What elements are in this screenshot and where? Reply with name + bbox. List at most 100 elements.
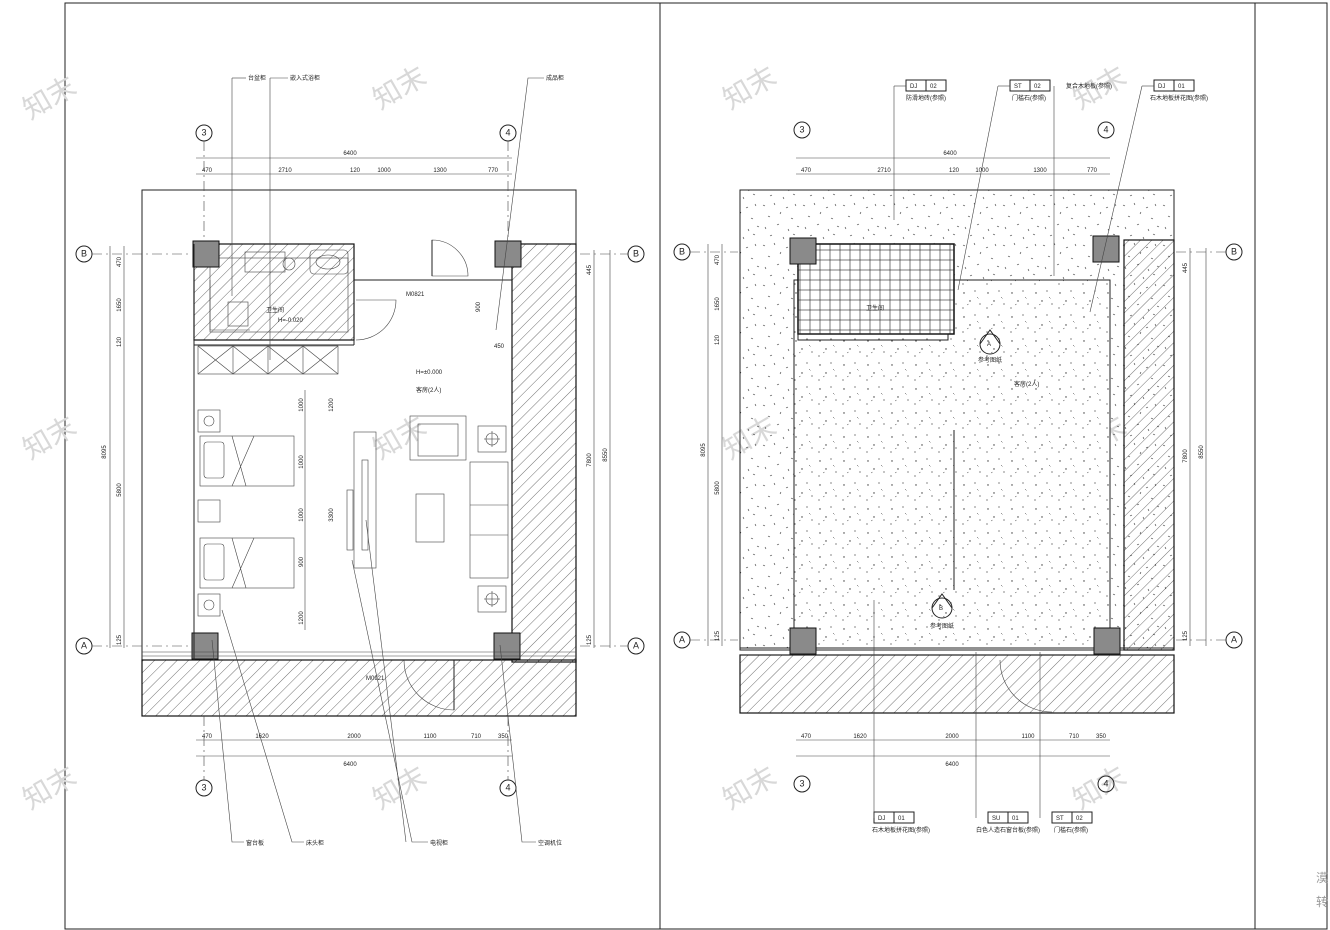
svg-text:2000: 2000 [945, 734, 959, 740]
svg-text:125: 125 [715, 630, 721, 641]
svg-text:120: 120 [117, 336, 123, 347]
svg-text:A: A [81, 640, 87, 650]
bed [199, 435, 295, 487]
svg-text:350: 350 [498, 734, 509, 740]
svg-text:8095: 8095 [701, 443, 707, 457]
svg-text:参考图纸: 参考图纸 [930, 622, 954, 630]
svg-text:B: B [81, 248, 87, 258]
svg-text:1000: 1000 [299, 508, 305, 522]
svg-text:1100: 1100 [424, 734, 438, 740]
svg-text:710: 710 [471, 734, 482, 740]
column [493, 632, 521, 660]
svg-text:石木地板拼花图(参照): 石木地板拼花图(参照) [1150, 94, 1208, 102]
svg-text:知末: 知末 [17, 759, 82, 816]
svg-text:8550: 8550 [603, 448, 609, 462]
svg-text:470: 470 [202, 734, 213, 740]
svg-text:900: 900 [299, 556, 305, 567]
svg-text:4: 4 [1103, 778, 1108, 788]
callout-ac-unit: 空调机位 [538, 839, 562, 847]
svg-text:知末: 知末 [717, 759, 782, 816]
right-material-tags-bottom: DJ 01 石木地板拼花图(参照) SU 01 白色人造石窗台板(参照) ST … [872, 600, 1093, 834]
svg-text:350: 350 [1096, 734, 1107, 740]
svg-text:知末: 知末 [17, 69, 82, 126]
column [1093, 627, 1121, 655]
svg-text:DJ: DJ [910, 84, 917, 90]
svg-text:防滑地砖(参照): 防滑地砖(参照) [906, 94, 946, 102]
svg-text:770: 770 [488, 168, 499, 174]
svg-text:A: A [1231, 634, 1237, 644]
svg-text:门槛石(参照): 门槛石(参照) [1054, 826, 1088, 834]
column [1092, 235, 1120, 263]
svg-text:6400: 6400 [343, 151, 357, 157]
material-tag: SU 01 白色人造石窗台板(参照) [975, 652, 1040, 834]
column [191, 632, 219, 660]
right-wall [1123, 239, 1175, 651]
svg-text:B: B [679, 246, 685, 256]
svg-text:DJ: DJ [878, 816, 885, 822]
bath-tile-grid [798, 244, 954, 334]
svg-text:A: A [987, 342, 991, 348]
column [192, 240, 220, 268]
svg-text:3300: 3300 [329, 508, 335, 522]
bath-elevation: H=-0.020 [278, 318, 304, 324]
bathroom-area [193, 243, 355, 341]
svg-text:B: B [1231, 246, 1237, 256]
column [789, 627, 817, 655]
svg-text:知末: 知末 [17, 409, 82, 466]
left-labels: H=±0.000 客房(2人) 卫生间 H=-0.020 M0821 M0921… [211, 74, 564, 847]
svg-text:SU: SU [992, 816, 1000, 822]
right-floor-plan: A 参考图纸 B 参考图纸 客房(2人) 卫生间 [739, 189, 1175, 714]
svg-text:2710: 2710 [877, 168, 891, 174]
svg-text:125: 125 [1183, 630, 1189, 641]
material-tag: ST 02 门槛石(参照) [1039, 652, 1093, 834]
svg-text:1200: 1200 [299, 611, 305, 625]
svg-text:1000: 1000 [975, 168, 989, 174]
svg-text:710: 710 [1069, 734, 1080, 740]
svg-text:770: 770 [1087, 168, 1098, 174]
svg-text:01: 01 [1178, 84, 1185, 90]
svg-text:445: 445 [1183, 262, 1189, 273]
svg-text:门槛石(参照): 门槛石(参照) [1012, 94, 1046, 102]
svg-text:石木地板拼花图(参照): 石木地板拼花图(参照) [872, 826, 930, 834]
svg-text:470: 470 [202, 168, 213, 174]
svg-text:1650: 1650 [715, 297, 721, 311]
svg-text:6400: 6400 [945, 762, 959, 768]
material-tag: 复合木地板(参照) [1053, 82, 1112, 276]
svg-text:02: 02 [1076, 816, 1083, 822]
svg-text:白色人造石窗台板(参照): 白色人造石窗台板(参照) [976, 826, 1040, 834]
svg-text:6400: 6400 [943, 151, 957, 157]
svg-text:B: B [633, 248, 639, 258]
callout-tv-cabinet: 电视柜 [430, 839, 448, 847]
svg-text:470: 470 [801, 168, 812, 174]
material-tag: DJ 01 石木地板拼花图(参照) [1089, 79, 1208, 313]
svg-text:01: 01 [1012, 816, 1019, 822]
svg-text:01: 01 [898, 816, 905, 822]
bed [199, 537, 295, 589]
svg-text:ST: ST [1014, 84, 1022, 90]
svg-text:2000: 2000 [347, 734, 361, 740]
svg-text:A: A [633, 640, 639, 650]
svg-text:B: B [939, 606, 943, 612]
elevation-label: H=±0.000 [416, 370, 443, 376]
svg-text:120: 120 [715, 334, 721, 345]
material-tag: ST 02 门槛石(参照) [957, 79, 1051, 291]
svg-text:5800: 5800 [117, 483, 123, 497]
svg-text:445: 445 [587, 264, 593, 275]
svg-text:1000: 1000 [299, 398, 305, 412]
bath-label: 卫生间 [266, 306, 284, 314]
svg-text:1000: 1000 [299, 455, 305, 469]
left-dimensions: 6400 470 2710 120 1000 1300 770 470 1620… [102, 151, 611, 768]
door-label: M0821 [406, 292, 425, 298]
left-axis-bubbles: 3 4 3 4 B A B A [75, 124, 645, 797]
right-dimensions: 6400 470 2710 120 1000 1300 770 470 1620… [701, 151, 1207, 768]
svg-text:4: 4 [1103, 124, 1108, 134]
svg-text:120: 120 [350, 168, 361, 174]
callout-nightstand: 床头柜 [306, 839, 324, 847]
material-tag: DJ 01 石木地板拼花图(参照) [872, 600, 930, 834]
room-label: 客房(2人) [416, 386, 441, 394]
svg-text:02: 02 [930, 84, 937, 90]
svg-text:ST: ST [1056, 816, 1064, 822]
callout-wardrobe: 嵌入式浴柜 [290, 74, 320, 82]
svg-text:A: A [679, 634, 685, 644]
